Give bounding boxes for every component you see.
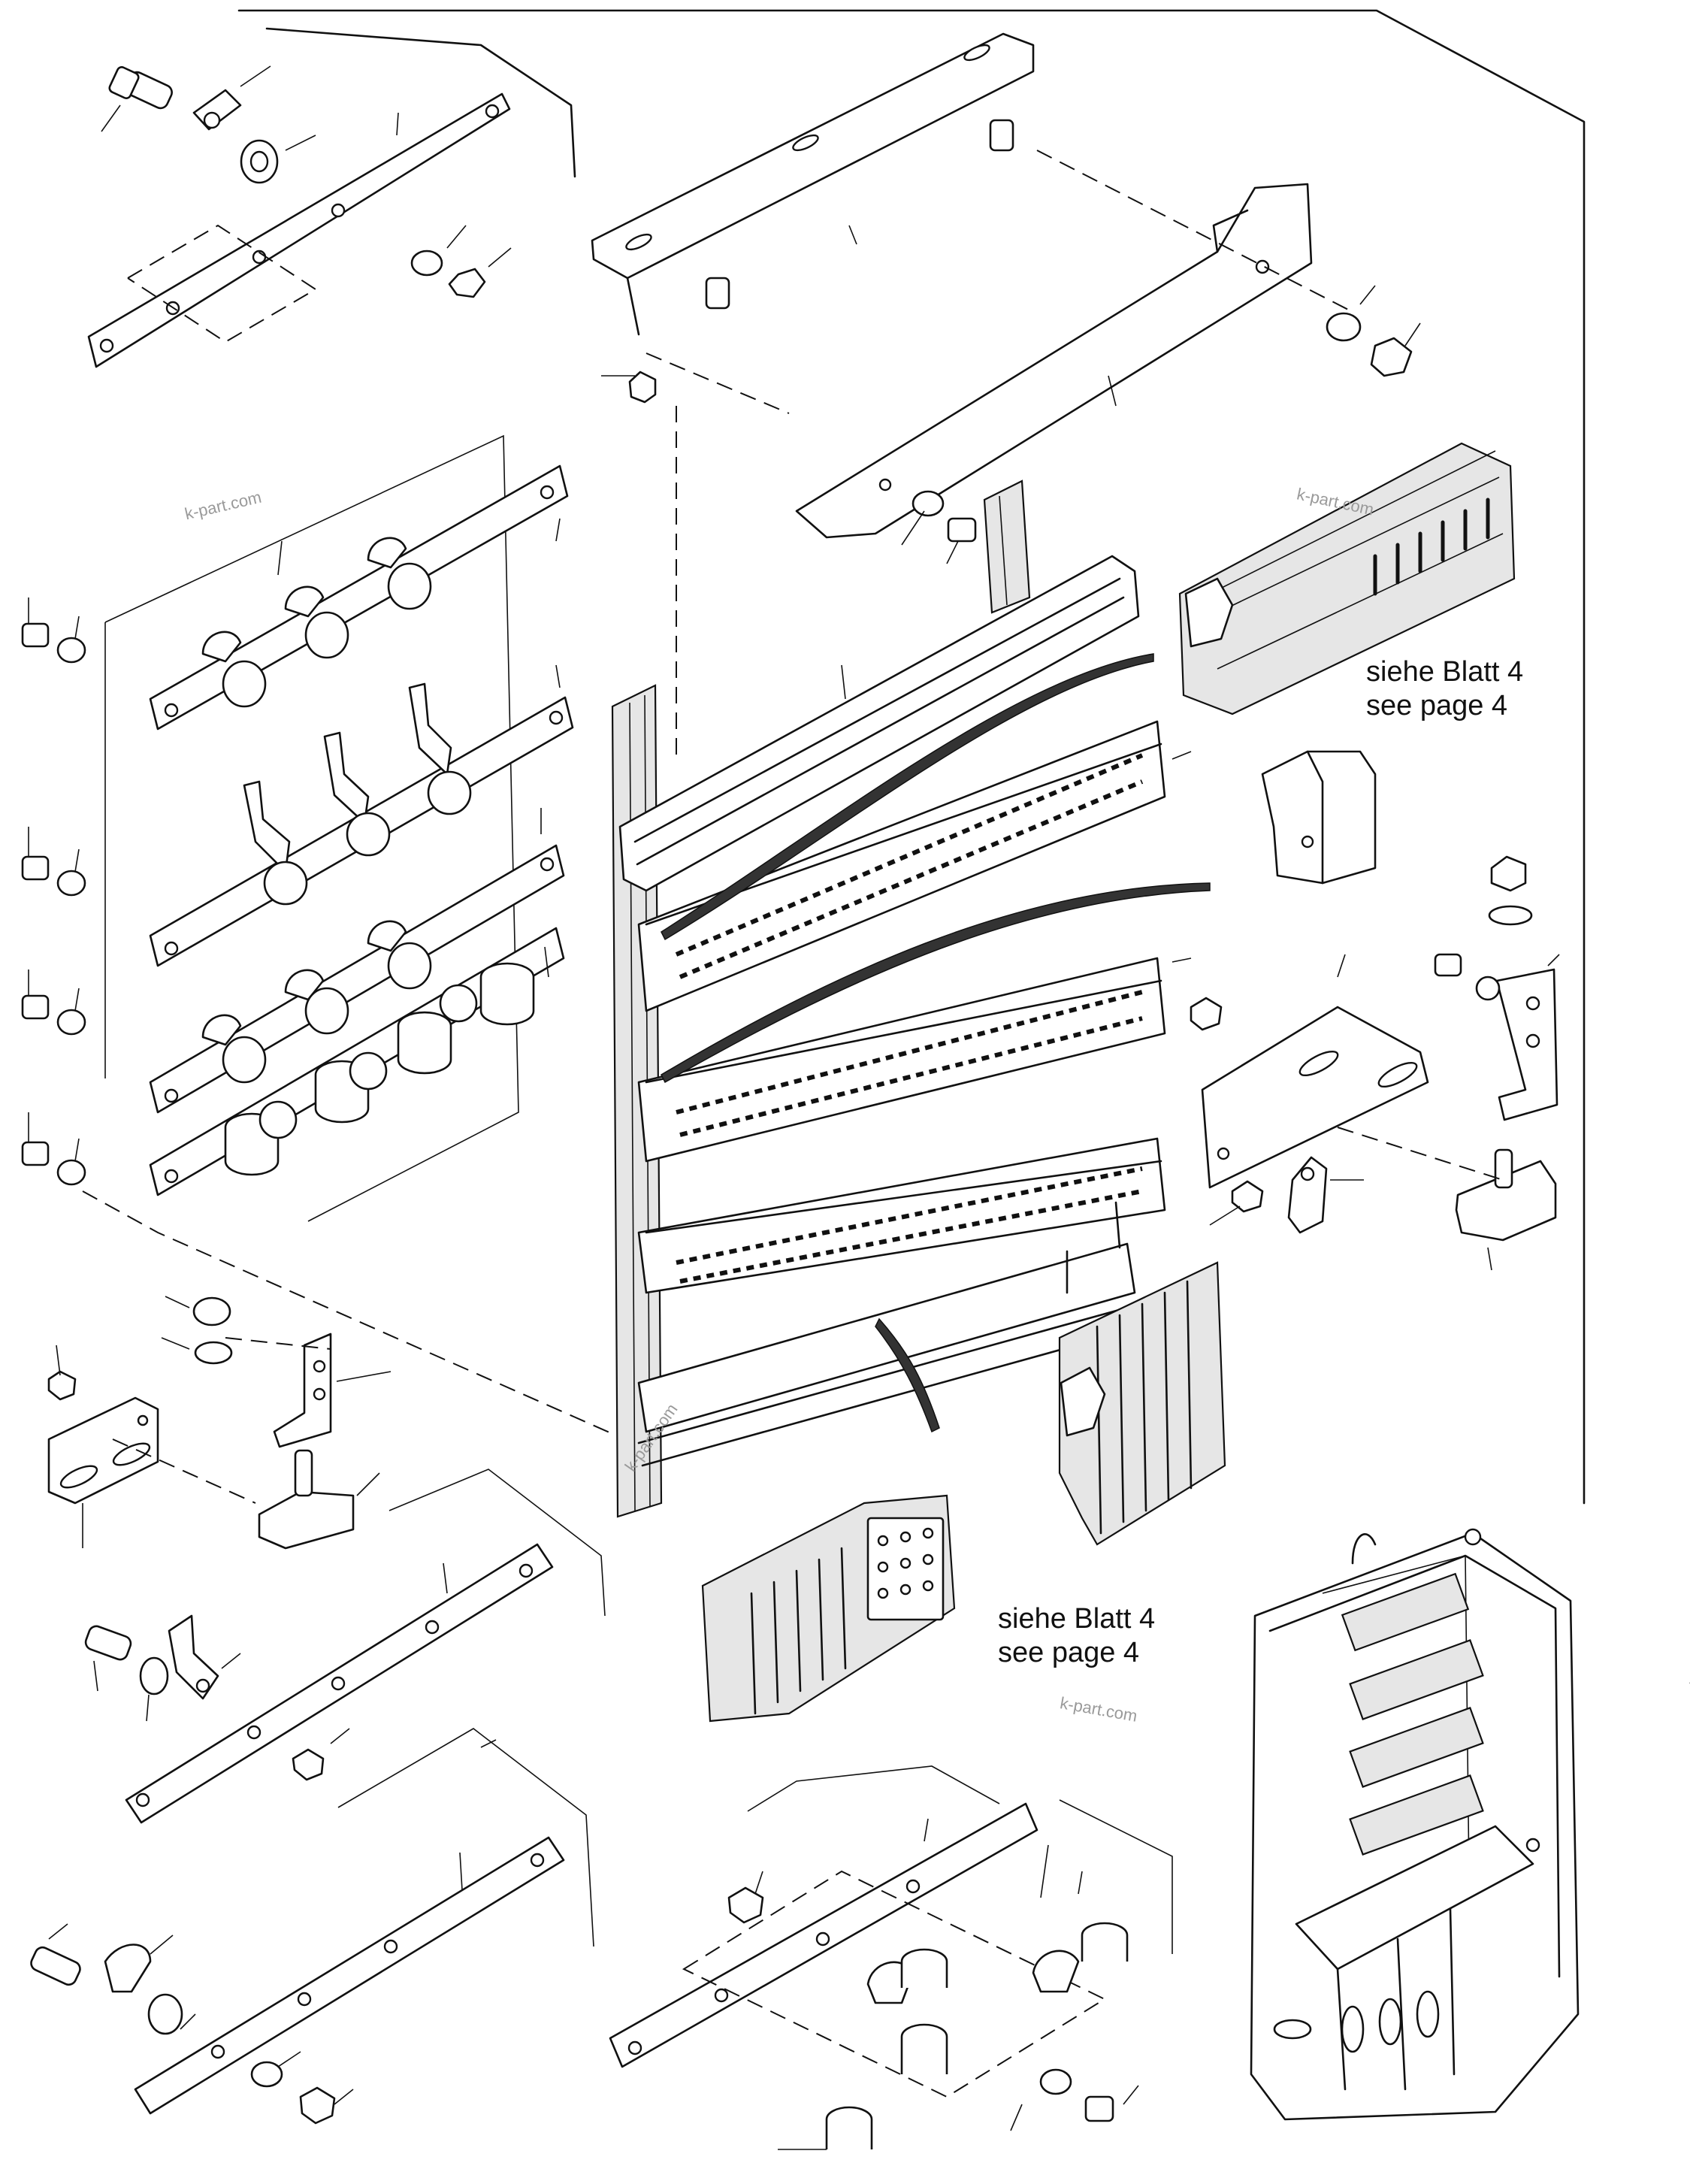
terminal-block-strip-bottom [1058,1261,1226,1546]
terminal-block-slices-center [750,1547,847,1715]
terminal-block-group-center [701,1494,956,1723]
bar-2-tabs [243,682,472,906]
lower-bar-holes [627,1879,921,2055]
reference-note-top: siehe Blatt 4 see page 4 [1366,655,1523,723]
bar-1-holes [135,1563,534,1807]
left-screws-washers [21,597,86,1186]
duct-slots [675,753,1144,1284]
lower-left-bracket-assembly [47,1296,392,1550]
reference-note-bottom-line2: see page 4 [998,1637,1140,1668]
top-left-bar-assembly [87,27,576,368]
terminal-pins [1373,498,1490,596]
reference-note-top-line2: see page 4 [1366,690,1508,721]
lower-left-bar-1 [84,1469,606,1824]
right-bracket-assembly [1190,855,1560,1271]
terminal-block-slices [1096,1280,1193,1535]
cabinet-overview-thumbnail [1250,1528,1580,2121]
terminal-screw-dots [877,1527,934,1599]
end-bracket-block [1261,750,1377,885]
bar-3-clamps [201,920,432,1084]
lower-left-bar-2 [30,1728,594,2125]
top-bracket-assembly [591,32,1421,755]
cabinet-cable-glands [1273,1990,1440,2053]
lower-centre-bar [609,1765,1173,2150]
left-earth-bar-stack [21,434,617,1436]
bar-4-pipe-clamps [224,962,535,1176]
reference-note-bottom: siehe Blatt 4 see page 4 [998,1602,1155,1670]
frame-lines [237,9,1690,1683]
reference-note-bottom-line1: siehe Blatt 4 [998,1603,1156,1635]
din-rail-duct-assembly [611,479,1211,1518]
bar-1-clamps [201,537,432,708]
bar-2-holes [210,1853,545,2059]
terminal-block-strip-top [1178,442,1516,715]
reference-note-top-line1: siehe Blatt 4 [1366,656,1524,688]
